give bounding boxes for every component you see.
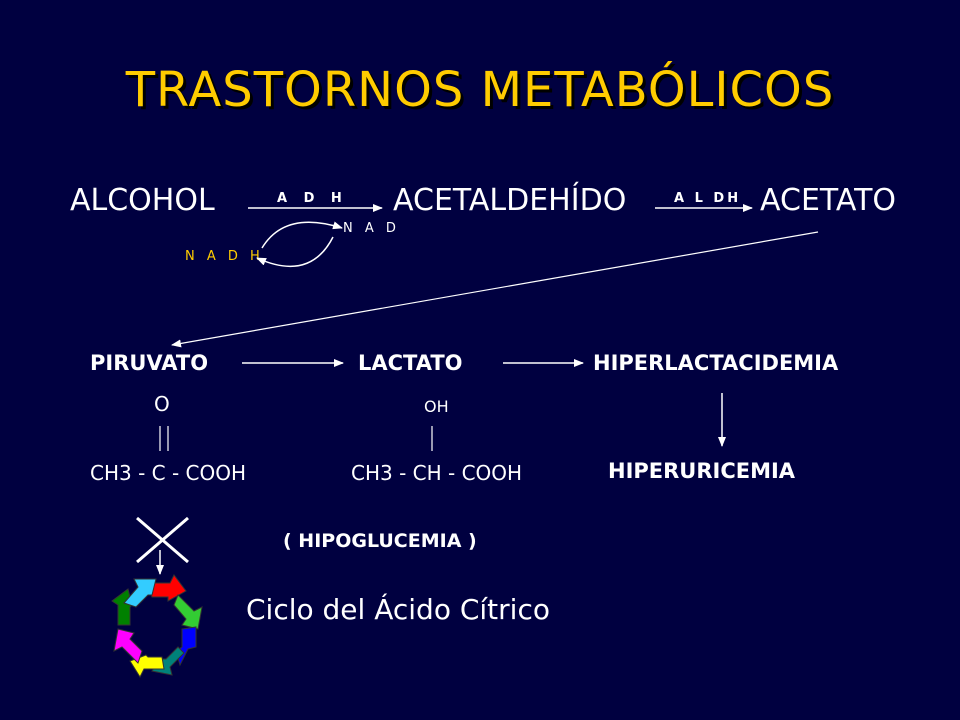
acetaldehido-label: ACETALDEHÍDO bbox=[393, 183, 627, 218]
citric-cycle-icon bbox=[111, 574, 203, 679]
enzyme-aldh-label: A L DH bbox=[674, 191, 742, 206]
nad-label: N A D bbox=[343, 221, 400, 236]
cycle-segment-blue bbox=[175, 626, 197, 667]
alcohol-label: ALCOHOL bbox=[70, 183, 215, 218]
arrow-nad-to-nadh bbox=[256, 236, 334, 267]
piruvato-carbonyl-o: O bbox=[154, 392, 170, 416]
piruvato-formula: CH3 - C - COOH bbox=[90, 461, 247, 485]
nadh-label: N A D H bbox=[185, 249, 264, 264]
lactato-hydroxyl-oh: OH bbox=[424, 397, 449, 416]
slide-title: TRASTORNOS METABÓLICOS bbox=[125, 62, 835, 118]
ciclo-acido-citrico-label: Ciclo del Ácido Cítrico bbox=[246, 593, 550, 626]
block-x-stroke-2 bbox=[136, 516, 189, 564]
hiperuricemia-label: HIPERURICEMIA bbox=[608, 459, 796, 483]
hiperlactacidemia-label: HIPERLACTACIDEMIA bbox=[593, 351, 839, 375]
enzyme-adh-label: A D H bbox=[277, 191, 348, 206]
cycle-segment-green bbox=[173, 594, 203, 630]
cycle-segment-cyan bbox=[123, 578, 157, 608]
acetato-label: ACETATO bbox=[760, 183, 897, 218]
cycle-segment-magenta bbox=[113, 628, 143, 664]
cycle-segment-red bbox=[145, 574, 187, 602]
arrow-acetato-piruvato bbox=[171, 231, 819, 348]
piruvato-label: PIRUVATO bbox=[90, 351, 209, 375]
lactato-label: LACTATO bbox=[358, 351, 463, 375]
cycle-segment-darkgreen bbox=[111, 588, 133, 626]
hipoglucemia-label: ( HIPOGLUCEMIA ) bbox=[283, 530, 477, 552]
arrow-nadh-to-nad bbox=[261, 221, 343, 249]
lactato-formula: CH3 - CH - COOH bbox=[351, 461, 523, 485]
